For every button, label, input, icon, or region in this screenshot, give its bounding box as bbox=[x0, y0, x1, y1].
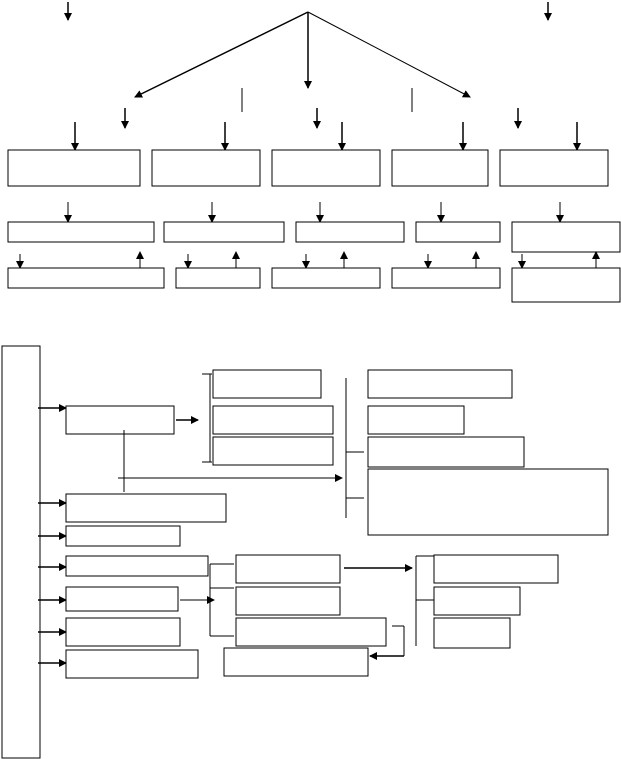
detail-box bbox=[235, 586, 341, 616]
detail-box bbox=[433, 554, 559, 584]
level3-box bbox=[7, 267, 165, 289]
branch-box bbox=[65, 525, 181, 547]
branch-box bbox=[65, 405, 175, 435]
sidebar-box bbox=[1, 345, 41, 759]
level2-box bbox=[415, 221, 501, 243]
level1-box bbox=[271, 149, 381, 187]
level1-box bbox=[391, 149, 489, 187]
level3-box bbox=[511, 267, 621, 303]
detail-box bbox=[433, 586, 521, 616]
fan-arrow-right bbox=[307, 11, 471, 98]
detail-box bbox=[223, 647, 369, 677]
detail-box bbox=[367, 369, 513, 399]
level3-box bbox=[271, 267, 381, 289]
level3-box bbox=[391, 267, 501, 289]
detail-box bbox=[235, 554, 341, 584]
branch-box bbox=[65, 493, 227, 523]
detail-box bbox=[367, 436, 525, 468]
detail-box bbox=[212, 369, 322, 399]
branch-box bbox=[65, 555, 209, 577]
level2-box bbox=[7, 221, 155, 243]
branch-box bbox=[65, 649, 199, 679]
level1-box bbox=[7, 149, 141, 187]
level2-box bbox=[295, 221, 405, 243]
detail-box bbox=[212, 436, 334, 466]
branch-box bbox=[65, 617, 181, 647]
level1-box bbox=[499, 149, 609, 187]
detail-box bbox=[212, 405, 334, 435]
level2-box bbox=[163, 221, 285, 243]
level2-box bbox=[511, 221, 621, 253]
level3-box bbox=[175, 267, 261, 289]
detail-box bbox=[367, 405, 465, 435]
detail-box bbox=[235, 617, 387, 647]
branch-box bbox=[65, 586, 179, 612]
detail-box bbox=[433, 617, 511, 649]
level1-box bbox=[151, 149, 261, 187]
detail-box bbox=[367, 468, 609, 536]
fan-arrow-left bbox=[134, 11, 309, 98]
